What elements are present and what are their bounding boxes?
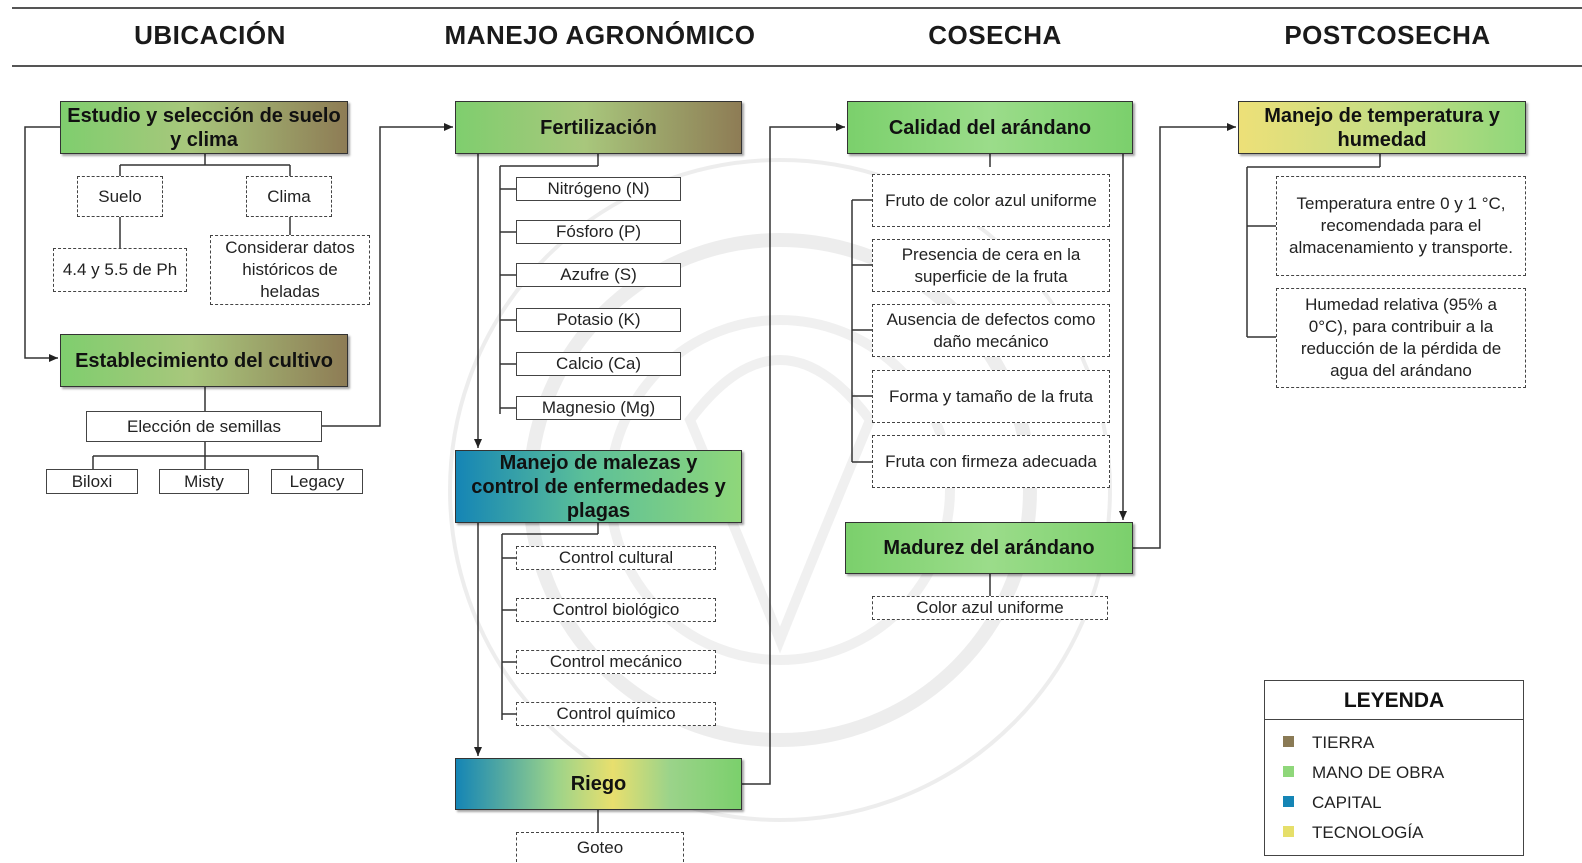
- criterio-defectos-label: Ausencia de defectos como daño mecánico: [886, 309, 1096, 351]
- estudio-suelo-clima-box: Estudio y selección de suelo y clima: [60, 101, 348, 154]
- nutriente-magnesio-label: Magnesio (Mg): [541, 398, 656, 417]
- column-title-postcosecha: POSTCOSECHA: [1284, 20, 1491, 50]
- legend-swatch-tierra: [1283, 736, 1294, 748]
- nutriente-magnesio-box: Magnesio (Mg): [516, 396, 681, 420]
- column-title-cosecha: COSECHA: [928, 20, 1062, 50]
- control-quimico-box: Control químico: [516, 702, 716, 726]
- column-title-manejo: MANEJO AGRONÓMICO: [444, 20, 756, 50]
- control-cultural-box: Control cultural: [516, 546, 716, 570]
- goteo-label: Goteo: [576, 837, 624, 857]
- nutriente-potasio-label: Potasio (K): [556, 310, 641, 329]
- heladas-label: Considerar datos históricos de heladas: [225, 238, 355, 301]
- column-title-ubicacion: UBICACIÓN: [134, 20, 286, 50]
- manejo-temperatura-label: Manejo de temperatura y humedad: [1264, 104, 1500, 151]
- university-seal-watermark: [448, 158, 1112, 822]
- riego-label: Riego: [570, 773, 627, 795]
- legend-label-tecnologia: TECNOLOGÍA: [1312, 823, 1424, 842]
- color-uniforme-box: Color azul uniforme: [872, 596, 1108, 620]
- suelo-box: Suelo: [77, 176, 163, 217]
- legend-swatch-capital: [1283, 796, 1294, 808]
- legend-label-tierra: TIERRA: [1312, 733, 1375, 752]
- nutriente-fosforo-box: Fósforo (P): [516, 220, 681, 244]
- legend-label-capital: CAPITAL: [1312, 793, 1382, 812]
- nutriente-fosforo-label: Fósforo (P): [555, 222, 642, 241]
- nutriente-nitrogeno-box: Nitrógeno (N): [516, 177, 681, 201]
- variedad-legacy-label: Legacy: [289, 471, 345, 491]
- control-mecanico-label: Control mecánico: [549, 652, 683, 671]
- fertilizacion-box: Fertilización: [455, 101, 742, 154]
- nutriente-calcio-label: Calcio (Ca): [555, 354, 642, 373]
- ph-box: 4.4 y 5.5 de Ph: [53, 248, 187, 292]
- criterio-color-label: Fruto de color azul uniforme: [885, 190, 1097, 210]
- clima-box: Clima: [246, 176, 332, 217]
- madurez-arandano-label: Madurez del arándano: [883, 537, 1095, 559]
- legend: LEYENDA TIERRA MANO DE OBRA CAPITAL TECN…: [1264, 680, 1524, 856]
- fertilizacion-label: Fertilización: [540, 116, 657, 139]
- color-uniforme-label: Color azul uniforme: [916, 598, 1064, 617]
- temperatura-label: Temperatura entre 0 y 1 °C, recomendada …: [1289, 194, 1513, 257]
- control-quimico-label: Control químico: [556, 704, 676, 723]
- criterio-firmeza-label: Fruta con firmeza adecuada: [885, 451, 1097, 471]
- legend-title: LEYENDA: [1265, 681, 1523, 720]
- variedad-misty-label: Misty: [184, 471, 224, 491]
- goteo-box: Goteo: [516, 832, 684, 862]
- eleccion-semillas-box: Elección de semillas: [86, 411, 322, 442]
- legend-item-mano-obra: MANO DE OBRA: [1283, 762, 1444, 784]
- calidad-arandano-label: Calidad del arándano: [888, 116, 1092, 139]
- clima-label: Clima: [267, 186, 311, 206]
- control-mecanico-box: Control mecánico: [516, 650, 716, 674]
- header-bottom-rule: [12, 65, 1582, 67]
- legend-item-tierra: TIERRA: [1283, 732, 1374, 754]
- variedad-legacy-box: Legacy: [271, 469, 363, 494]
- header-top-rule: [12, 7, 1582, 9]
- criterio-forma-label: Forma y tamaño de la fruta: [888, 386, 1094, 406]
- riego-box: Riego: [455, 758, 742, 810]
- criterio-firmeza-box: Fruta con firmeza adecuada: [872, 435, 1110, 488]
- temperatura-box: Temperatura entre 0 y 1 °C, recomendada …: [1276, 176, 1526, 276]
- nutriente-nitrogeno-label: Nitrógeno (N): [547, 179, 650, 198]
- manejo-malezas-label: Manejo de malezas y control de enfermeda…: [471, 451, 726, 522]
- nutriente-azufre-box: Azufre (S): [516, 263, 681, 287]
- calidad-arandano-box: Calidad del arándano: [847, 101, 1133, 154]
- control-biologico-label: Control biológico: [552, 600, 680, 619]
- ph-label: 4.4 y 5.5 de Ph: [62, 260, 178, 279]
- criterio-defectos-box: Ausencia de defectos como daño mecánico: [872, 304, 1110, 357]
- manejo-temperatura-box: Manejo de temperatura y humedad: [1238, 101, 1526, 154]
- establecimiento-cultivo-box: Establecimiento del cultivo: [60, 334, 348, 387]
- humedad-label: Humedad relativa (95% a 0°C), para contr…: [1300, 295, 1502, 380]
- legend-item-capital: CAPITAL: [1283, 792, 1382, 814]
- control-cultural-label: Control cultural: [558, 548, 674, 567]
- madurez-arandano-box: Madurez del arándano: [845, 522, 1133, 574]
- criterio-cera-label: Presencia de cera en la superficie de la…: [901, 244, 1081, 286]
- manejo-malezas-box: Manejo de malezas y control de enfermeda…: [455, 450, 742, 523]
- criterio-color-box: Fruto de color azul uniforme: [872, 174, 1110, 227]
- legend-swatch-tecnologia: [1283, 826, 1294, 838]
- legend-label-mano-obra: MANO DE OBRA: [1312, 763, 1445, 782]
- control-biologico-box: Control biológico: [516, 598, 716, 622]
- nutriente-calcio-box: Calcio (Ca): [516, 352, 681, 376]
- legend-swatch-mano-obra: [1283, 766, 1294, 778]
- variedad-biloxi-label: Biloxi: [71, 471, 113, 491]
- criterio-forma-box: Forma y tamaño de la fruta: [872, 370, 1110, 423]
- nutriente-azufre-label: Azufre (S): [560, 265, 637, 284]
- estudio-suelo-clima-label: Estudio y selección de suelo y clima: [67, 104, 341, 151]
- suelo-label: Suelo: [98, 186, 142, 206]
- variedad-biloxi-box: Biloxi: [46, 469, 138, 494]
- variedad-misty-box: Misty: [159, 469, 249, 494]
- establecimiento-cultivo-label: Establecimiento del cultivo: [75, 349, 333, 372]
- humedad-box: Humedad relativa (95% a 0°C), para contr…: [1276, 288, 1526, 388]
- legend-item-tecnologia: TECNOLOGÍA: [1283, 822, 1423, 844]
- nutriente-potasio-box: Potasio (K): [516, 308, 681, 332]
- eleccion-semillas-label: Elección de semillas: [126, 416, 281, 436]
- criterio-cera-box: Presencia de cera en la superficie de la…: [872, 239, 1110, 292]
- heladas-box: Considerar datos históricos de heladas: [210, 235, 370, 305]
